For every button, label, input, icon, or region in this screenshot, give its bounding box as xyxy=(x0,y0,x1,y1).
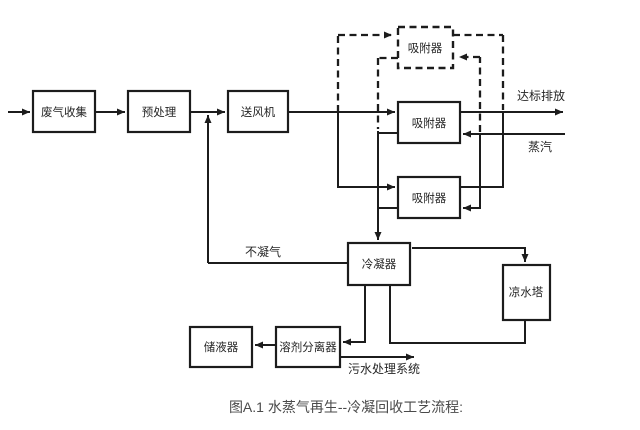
node-solvent-separator: 溶剂分离器 xyxy=(274,325,342,369)
node-adsorber-standby: 吸附器 xyxy=(396,25,455,70)
node-adsorber-1: 吸附器 xyxy=(396,100,462,145)
connector-cooling-supply xyxy=(412,247,529,262)
node-cooling-tower: 凉水塔 xyxy=(501,263,552,322)
node-label-adsorber-1: 吸附器 xyxy=(412,116,447,130)
node-label-blower: 送风机 xyxy=(241,105,276,119)
connector-adsorber2-outlet xyxy=(460,112,504,188)
node-label-cooling-tower: 凉水塔 xyxy=(509,285,544,299)
flow-label-wastewater-system: 污水处理系统 xyxy=(348,362,420,376)
connector-standby-desorb xyxy=(376,56,398,129)
connector-standby-feed xyxy=(336,31,392,112)
figure-caption: 图A.1 水蒸气再生--冷凝回收工艺流程: xyxy=(229,399,463,415)
connector-noncondensable-recycle xyxy=(204,115,348,264)
node-pretreatment: 预处理 xyxy=(126,89,192,134)
node-liquid-storage: 储液器 xyxy=(188,325,254,369)
node-label-adsorber-2: 吸附器 xyxy=(412,191,447,205)
flow-label-discharge: 达标排放 xyxy=(517,88,565,103)
node-label-liquid-storage: 储液器 xyxy=(204,340,239,354)
connector-adsorber2-feed xyxy=(337,112,395,191)
connector-standby-outlet xyxy=(453,33,505,110)
node-label-condenser: 冷凝器 xyxy=(362,257,397,271)
node-condenser: 冷凝器 xyxy=(346,241,412,287)
node-label-waste-gas-collection: 废气收集 xyxy=(41,105,87,119)
connector-standby-steam xyxy=(459,53,482,132)
node-label-solvent-separator: 溶剂分离器 xyxy=(279,340,337,354)
node-label-adsorber-standby: 吸附器 xyxy=(408,41,443,55)
connector-desorb-header xyxy=(374,131,398,240)
connector-cooling-return xyxy=(389,285,526,344)
node-adsorber-2: 吸附器 xyxy=(396,175,462,220)
flow-label-steam: 蒸汽 xyxy=(528,139,552,154)
connector-condensate-to-separator xyxy=(343,285,366,346)
node-waste-gas-collection: 废气收集 xyxy=(31,89,97,134)
connector-adsorber2-steam xyxy=(463,134,481,212)
node-label-pretreatment: 预处理 xyxy=(142,106,177,119)
flow-label-non-condensable-gas: 不凝气 xyxy=(245,244,281,259)
node-blower: 送风机 xyxy=(226,89,290,134)
